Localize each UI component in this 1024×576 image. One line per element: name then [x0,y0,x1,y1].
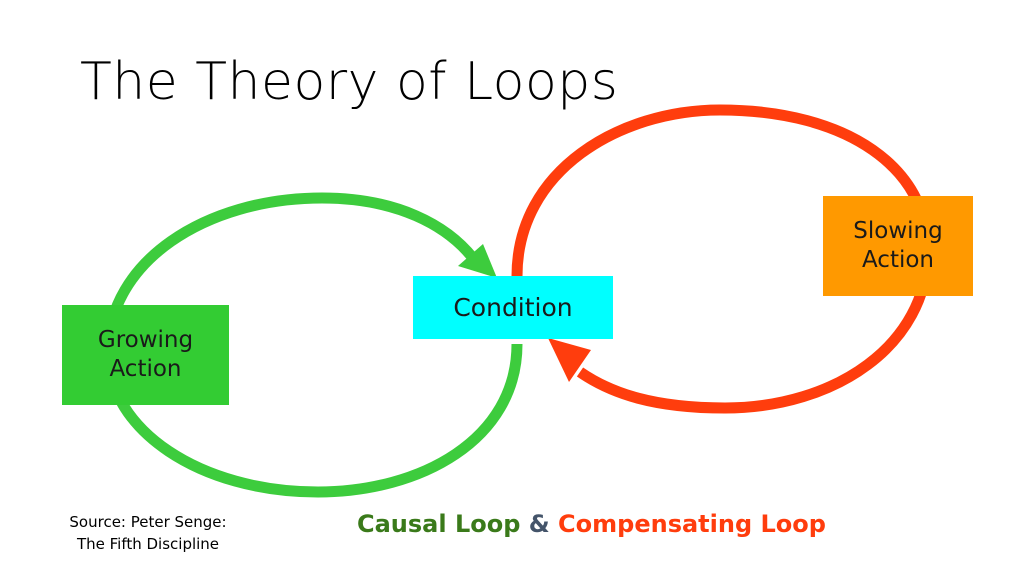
growing-action-line2: Action [109,356,182,382]
slowing-action-line2: Action [861,247,935,273]
page-title: The Theory of Loops [80,52,619,112]
loop-caption: Causal Loop & Compensating Loop [357,510,826,538]
condition-label: Condition [453,292,573,322]
growing-action-node: Growing Action [62,305,229,405]
arrowhead-icon [548,338,591,382]
source-citation: Source: Peter Senge: The Fifth Disciplin… [38,512,258,556]
condition-node: Condition [413,276,613,339]
slowing-action-line1: Slowing [853,218,943,245]
compensating-loop-label: Compensating Loop [558,510,826,538]
source-line1: Source: Peter Senge: [69,513,227,531]
source-line2: The Fifth Discipline [76,534,220,553]
slowing-action-node: Slowing Action [823,196,973,296]
growing-action-line1: Growing [97,327,194,354]
caption-joiner: & [520,510,559,538]
arrowhead-icon [458,244,497,278]
causal-loop-label: Causal Loop [357,510,521,538]
